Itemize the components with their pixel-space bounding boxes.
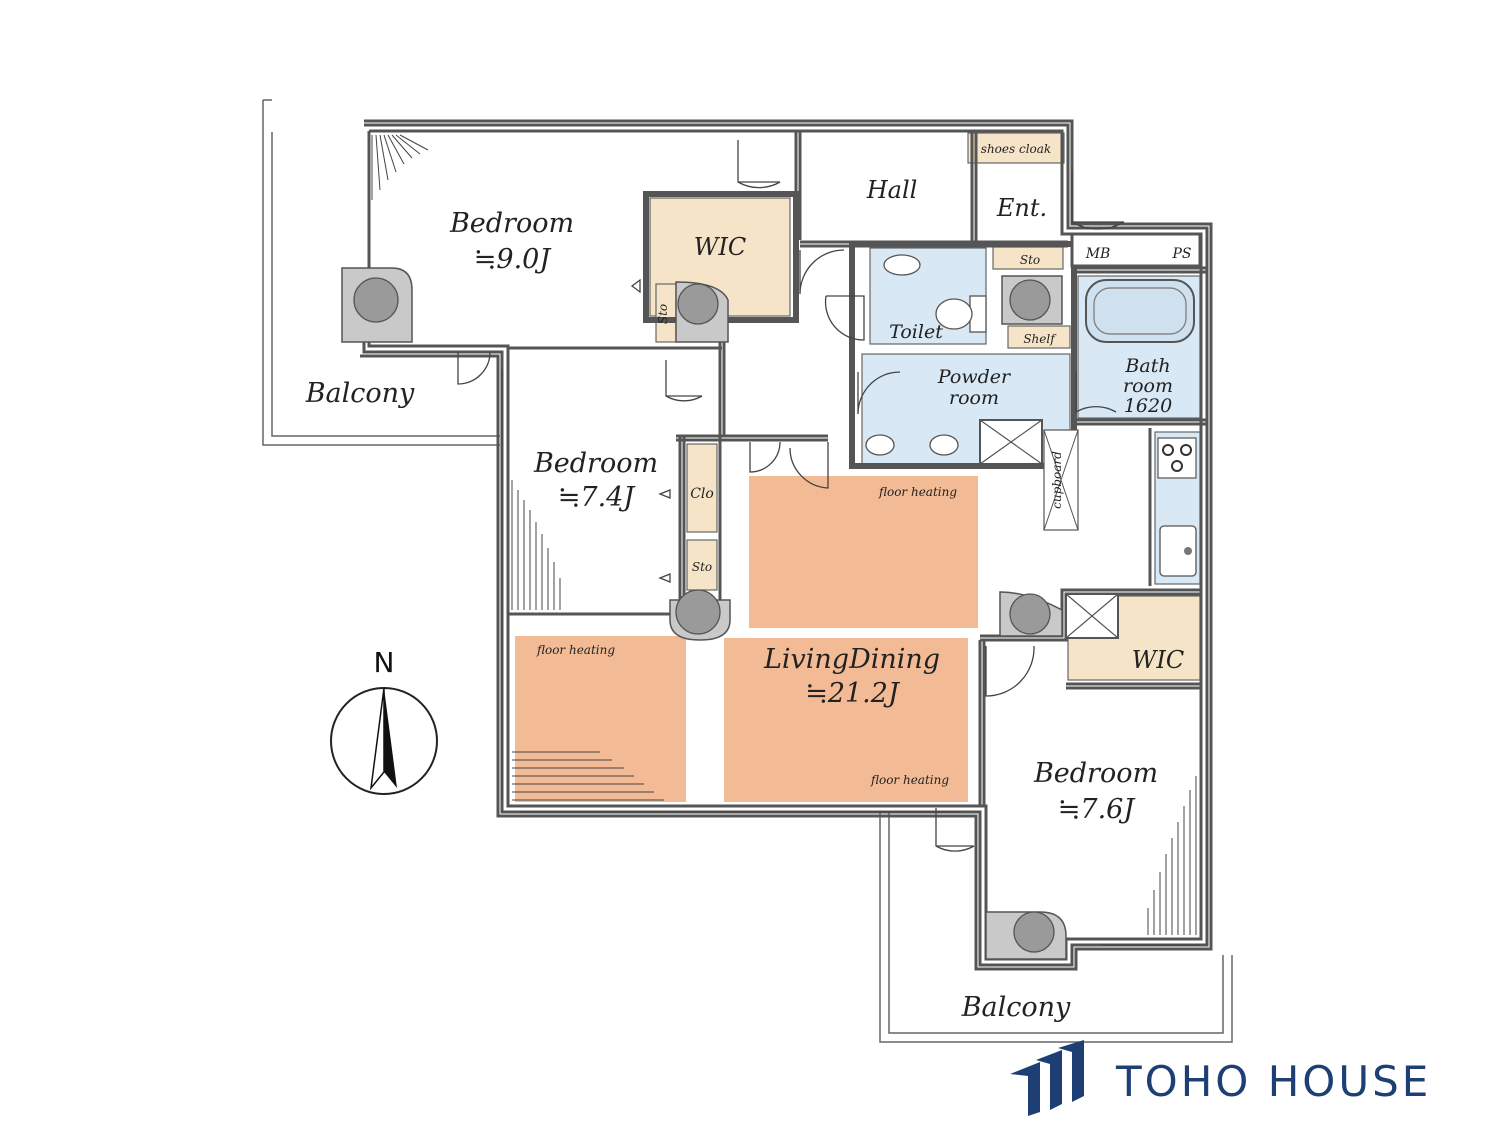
- balcony-south-label: Balcony: [961, 992, 1071, 1023]
- floor-heating-label-west: floor heating: [536, 643, 615, 657]
- windows: [501, 370, 1200, 946]
- doors: [457, 140, 1125, 852]
- bedroom3-label: Bedroom: [1033, 758, 1158, 789]
- entrance-label: Ent.: [996, 194, 1047, 222]
- shoes-cloak: [967, 132, 1065, 164]
- wic2-label: WIC: [1132, 646, 1185, 674]
- shoes-cloak-label: shoes cloak: [981, 142, 1051, 156]
- compass-north-label: N: [374, 646, 395, 679]
- bedroom3-size: ≒7.6J: [1058, 794, 1137, 825]
- compass-arrow-icon: [369, 687, 385, 791]
- toilet-fixture: [935, 298, 973, 330]
- shelf-label: Shelf: [1023, 332, 1057, 346]
- hatch-living: [512, 751, 664, 801]
- hall-label: Hall: [866, 176, 918, 204]
- hatch-bedroom3: [1147, 776, 1197, 935]
- powder-label-1: Powder: [937, 366, 1012, 388]
- floor-heating-label-south: floor heating: [870, 773, 949, 787]
- toilet-label: Toilet: [889, 321, 943, 343]
- floor-heating-zone-north: [749, 476, 978, 628]
- cupboard-label: cupboard: [1050, 451, 1064, 509]
- balcony-west: [262, 99, 500, 446]
- closet-bedroom2: [686, 443, 718, 533]
- bath-label-2: room: [1123, 375, 1173, 397]
- bedroom2-label: Bedroom: [533, 448, 658, 479]
- hatch-bedroom1: [371, 134, 429, 200]
- balcony-west-label: Balcony: [305, 378, 415, 409]
- floor-heating-label-north: floor heating: [878, 485, 957, 499]
- storage-entry-label: Sto: [1020, 253, 1040, 267]
- storage-bedroom2: [686, 539, 718, 591]
- hatch-bedroom2: [511, 480, 561, 610]
- brand-name: TOHO HOUSE: [1115, 1057, 1431, 1106]
- bathtub: [1085, 279, 1195, 343]
- brand-logo: TOHO HOUSE: [1010, 1040, 1431, 1116]
- balcony-south: [879, 812, 1233, 1043]
- bedroom2-size: ≒7.4J: [558, 482, 637, 513]
- living-label: LivingDining: [763, 644, 940, 675]
- powder-label-2: room: [949, 387, 999, 409]
- bedroom1-size: ≒9.0J: [474, 244, 553, 275]
- floor-heating-zone-west: [515, 636, 686, 802]
- living-size: ≒21.2J: [805, 678, 901, 709]
- mb-label: MB: [1085, 246, 1111, 262]
- compass: N: [330, 646, 438, 795]
- columns: [341, 267, 1067, 960]
- cooktop: [1157, 437, 1197, 479]
- closet-label: Clo: [690, 486, 714, 502]
- bath-label-3: 1620: [1124, 395, 1172, 417]
- ps-label: PS: [1171, 246, 1191, 262]
- wic1-label: WIC: [694, 233, 747, 261]
- sink-toilet: [883, 254, 921, 276]
- bedroom1-label: Bedroom: [449, 208, 574, 239]
- shelf: [1007, 325, 1071, 349]
- storage-wic-label: Sto: [656, 304, 670, 324]
- bath-label-1: Bath: [1124, 355, 1170, 377]
- floor-heating-zone-south: [724, 638, 968, 802]
- kitchen-sink: [1159, 525, 1197, 577]
- brand-mark-icon: [1010, 1040, 1084, 1116]
- storage-bedroom2-label: Sto: [692, 560, 712, 574]
